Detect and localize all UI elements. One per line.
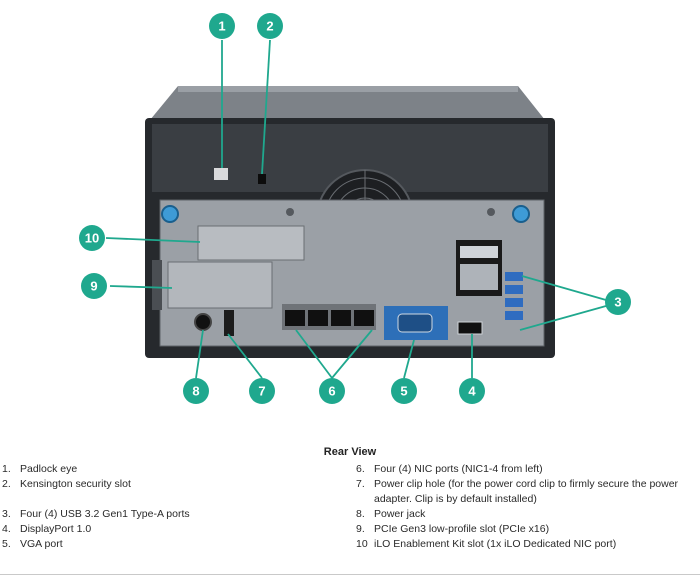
server-rear-diagram: 1 2 3 4 5 6 7 8 9 10 bbox=[79, 13, 631, 404]
legend-item: 8.Power jack bbox=[356, 507, 426, 520]
power-clip-hole bbox=[224, 310, 234, 336]
callout-badge bbox=[391, 378, 417, 404]
callout-label: 8 bbox=[192, 384, 199, 399]
figure-caption: Rear View bbox=[323, 446, 377, 458]
callout-label: 4 bbox=[468, 384, 476, 399]
callout-badge bbox=[81, 273, 107, 299]
legend-item: 7.Power clip hole (for the power cord cl… bbox=[356, 477, 679, 505]
callout-badge bbox=[257, 13, 283, 39]
leader-lines bbox=[105, 39, 607, 379]
legend-item: 2.Kensington security slot bbox=[2, 477, 131, 490]
ilo-slot bbox=[197, 225, 305, 261]
legend-item: 1.Padlock eye bbox=[2, 463, 78, 475]
callout-label: 10 bbox=[85, 231, 99, 246]
thumbscrew-left bbox=[161, 205, 179, 223]
padlock-eye bbox=[214, 168, 228, 180]
callout-label: 2 bbox=[266, 19, 273, 34]
displayport bbox=[457, 321, 483, 335]
bottom-rule bbox=[0, 574, 700, 575]
callout-label: 1 bbox=[218, 19, 225, 34]
nic-ports bbox=[282, 304, 376, 330]
usb-ports bbox=[505, 272, 523, 320]
legend-item: 4.DisplayPort 1.0 bbox=[2, 522, 92, 535]
callout-label: 6 bbox=[328, 384, 335, 399]
kensington-slot bbox=[258, 174, 266, 184]
legend-item: 6.Four (4) NIC ports (NIC1-4 from left) bbox=[356, 463, 543, 475]
vga-port bbox=[397, 313, 433, 333]
legend-right: 6.Four (4) NIC ports (NIC1-4 from left) … bbox=[356, 462, 696, 551]
callout-label: 7 bbox=[258, 384, 265, 399]
legend-item: 3.Four (4) USB 3.2 Gen1 Type-A ports bbox=[2, 507, 190, 520]
callout-label: 5 bbox=[400, 384, 407, 399]
pcie-slot bbox=[167, 261, 273, 309]
callout-badge bbox=[209, 13, 235, 39]
legend-left: 1.Padlock eye 2.Kensington security slot… bbox=[2, 462, 302, 552]
callout-badge bbox=[79, 225, 105, 251]
callout-badge bbox=[605, 289, 631, 315]
callout-badge bbox=[459, 378, 485, 404]
chassis-top bbox=[150, 86, 545, 120]
callout-badge bbox=[319, 378, 345, 404]
legend-item: 9.PCIe Gen3 low-profile slot (PCIe x16) bbox=[356, 522, 550, 535]
power-jack bbox=[194, 313, 212, 331]
callout-label: 9 bbox=[90, 279, 97, 294]
thumbscrew-right bbox=[512, 205, 530, 223]
legend-item: 5.VGA port bbox=[2, 537, 63, 550]
callout-badge bbox=[249, 378, 275, 404]
callout-label: 3 bbox=[614, 295, 621, 310]
callout-badge bbox=[183, 378, 209, 404]
